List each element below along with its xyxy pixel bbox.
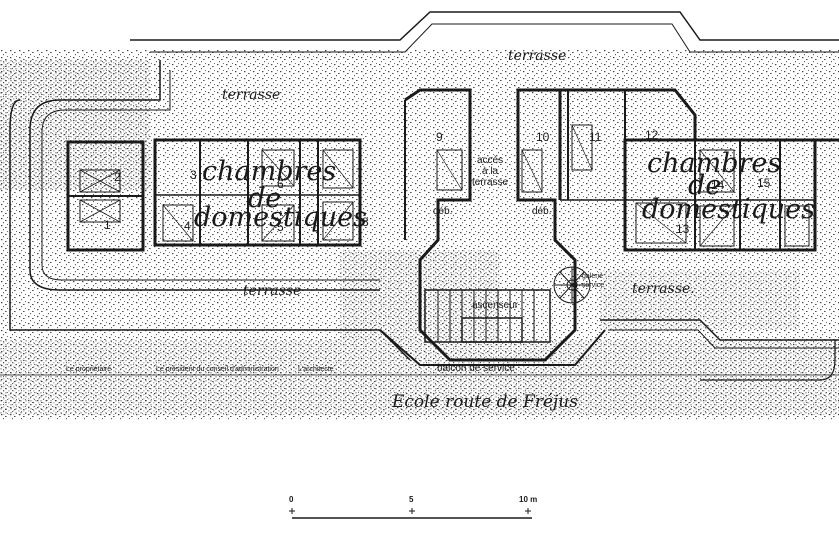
cabinet	[521, 149, 543, 193]
room-number: 13	[676, 222, 690, 236]
service-balcony	[379, 329, 606, 366]
terrace-label-bottom-left: terrasse	[243, 283, 302, 299]
plan-title: Ecole route de Fréjus	[392, 392, 578, 412]
terrace-label-top-right: terrasse	[508, 48, 567, 64]
left-rooms-label-line3: domestiques	[194, 202, 367, 233]
terrace-access-line: accès	[477, 155, 504, 166]
cabinet	[79, 169, 121, 193]
service-balcony-label: balcon de service	[437, 363, 515, 374]
cabinet	[635, 202, 687, 244]
cabinet-cross	[322, 149, 354, 189]
cabinet	[699, 149, 735, 193]
cabinet-cross	[521, 149, 543, 193]
room-number: 10	[536, 130, 550, 144]
room-number: 8	[362, 215, 369, 229]
cabinet-cross	[79, 199, 121, 223]
service-spiral-stair	[553, 266, 591, 304]
cabinet	[322, 201, 354, 241]
cabinet-cross	[635, 202, 687, 244]
cabinet-cross	[699, 149, 735, 193]
right-rooms-label-line2: de	[688, 170, 722, 201]
terrace-outline-inner	[608, 329, 839, 349]
signature-president: Le président du conseil d'administration	[156, 366, 279, 373]
left-rooms-walls	[153, 138, 362, 247]
scale-bar-label: 10 m	[519, 495, 538, 504]
service-stair-line: service	[582, 282, 605, 289]
lift-label: ascenseur	[472, 300, 519, 311]
terrace-outline-inner	[41, 70, 380, 281]
room-number: 12	[645, 128, 659, 142]
right-rooms-label-line1: chambres	[647, 148, 782, 179]
room-number: 6	[277, 177, 284, 191]
terrace-outline	[29, 60, 380, 291]
cabinet-cross	[436, 149, 463, 191]
room-number: 2	[114, 170, 121, 184]
signature-architect: L'architecte	[298, 366, 334, 373]
main-staircase	[424, 289, 551, 343]
room-number: 1	[104, 218, 111, 232]
service-stair-line: galerie	[582, 273, 604, 280]
central-block-walls	[404, 88, 577, 362]
terrace-access-label: accès à la terrasse	[472, 155, 508, 188]
cabinet-cross	[261, 149, 295, 187]
cabinet	[261, 149, 295, 187]
cabinet-cross	[699, 205, 735, 247]
room-number: 14	[711, 178, 725, 192]
cabinet-cross	[162, 204, 194, 242]
cabinet	[571, 124, 593, 171]
cabinet	[322, 149, 354, 189]
room-number: 7	[356, 166, 363, 180]
terrace-access-line: à la	[482, 166, 499, 177]
cabinet	[436, 149, 463, 191]
terrace-label-bottom-right: terrasse.	[632, 281, 695, 297]
scale-bar-label: 0	[289, 495, 294, 504]
right-rooms-label-line3: domestiques	[642, 194, 815, 225]
landing-label-left: déb.	[433, 206, 453, 217]
cabinet	[784, 205, 810, 247]
cabinet-cross	[322, 201, 354, 241]
terrace-outline-inner	[150, 23, 839, 53]
landing-label-right: déb.	[532, 206, 552, 217]
terrace-access-line: terrasse	[472, 177, 509, 188]
room-number: 9	[436, 130, 443, 144]
room-number: 15	[757, 176, 771, 190]
room-number: 4	[184, 219, 191, 233]
terrace-outline	[600, 319, 839, 341]
left-rooms-label-line1: chambres	[202, 156, 337, 187]
left-rooms-label-line2: de	[248, 183, 282, 214]
signature-owner: Le propriétaire	[66, 366, 112, 373]
cabinet	[699, 205, 735, 247]
cabinet	[162, 204, 194, 242]
terrace-outline	[130, 11, 839, 41]
cabinet-cross	[571, 124, 593, 171]
background-speckle-dense	[0, 340, 839, 415]
cabinet	[261, 204, 295, 242]
service-stair-label: galerie service	[582, 272, 604, 290]
scale-bar-label: 5	[409, 495, 414, 504]
room-number: 11	[589, 130, 602, 144]
terrace-label-top-left: terrasse	[222, 87, 281, 103]
room-number: 3	[190, 168, 197, 182]
cabinet	[79, 199, 121, 223]
background-speckle-dense	[0, 60, 150, 190]
cabinet-cross	[79, 169, 121, 193]
cabinet-cross	[261, 204, 295, 242]
room-number: 5	[277, 220, 284, 234]
terrace-outline	[9, 99, 411, 361]
